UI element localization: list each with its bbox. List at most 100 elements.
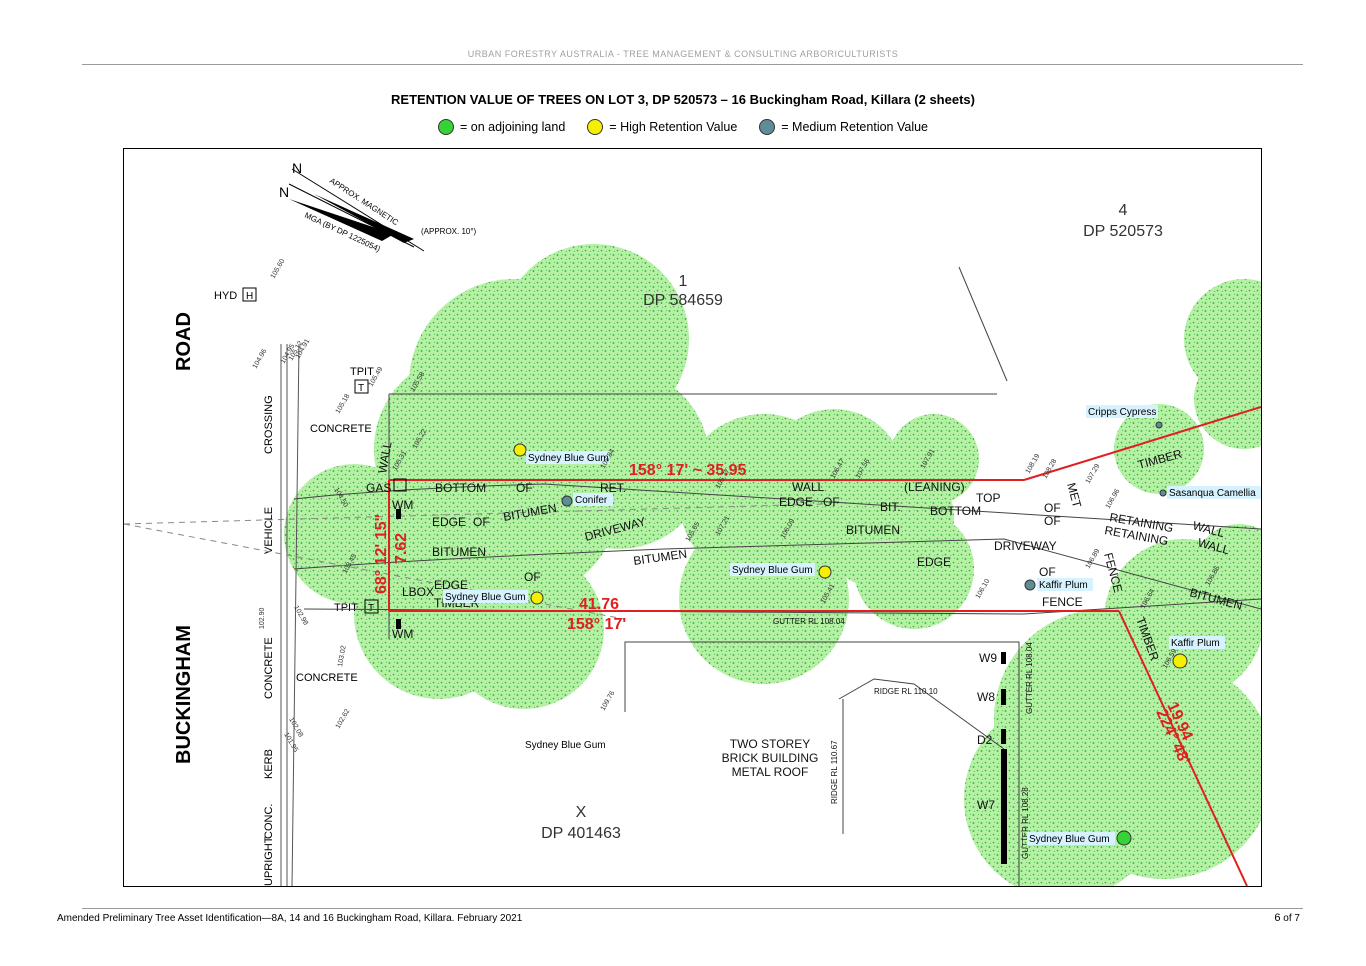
spot-level: 106.89 (1085, 548, 1102, 570)
kerb-label: KERB (263, 749, 275, 779)
dimension-bottom-length: 41.76 (579, 596, 619, 613)
spot-level: 102.62 (335, 708, 352, 730)
tree-label: Sasanqua Camellia (1169, 488, 1256, 499)
tpit-icon (354, 379, 369, 394)
header-rule (82, 64, 1303, 65)
lot-number: 4 (1119, 202, 1128, 219)
tree-label: Kaffir Plum (1171, 638, 1220, 649)
ridge-vertical-label: RIDGE RL 110.67 (830, 740, 839, 804)
tree-sydney-blue-gum: Sydney Blue Gum (513, 443, 610, 464)
kerb-lines (280, 343, 300, 886)
lot-number: X (576, 804, 587, 821)
north-label-1: N (292, 160, 302, 176)
legend: = on adjoining land = High Retention Val… (0, 119, 1366, 135)
concrete-label: CONCRETE (296, 672, 358, 684)
window-label: W8 (977, 690, 995, 704)
of-label: OF (516, 481, 533, 495)
legend-label: = Medium Retention Value (781, 120, 929, 134)
leaning-label: (LEANING) (904, 480, 965, 494)
spot-level: 103.02 (337, 645, 348, 667)
spot-level: 106.10 (975, 578, 992, 600)
concrete-label: CONCRETE (310, 423, 372, 435)
page-total: of 7 (1280, 913, 1300, 924)
spot-level: 108.28 (1042, 458, 1059, 480)
tree-label: Sydney Blue Gum (1029, 834, 1110, 845)
bottom-label: BOTTOM (930, 504, 981, 518)
window-label: W9 (979, 651, 997, 665)
legend-item-medium: = Medium Retention Value (759, 119, 928, 135)
dimension-left-length: 7.62 (393, 533, 410, 564)
edge-label: EDGE (434, 578, 468, 592)
site-plan-map: N N APPROX. MAGNETIC MGA (BY DP 1225054)… (123, 148, 1262, 887)
of-label: OF (473, 515, 490, 529)
door-label: D2 (977, 733, 993, 747)
tree-label: Sydney Blue Gum (525, 740, 606, 751)
building-label: BRICK BUILDING (722, 751, 819, 765)
spot-level: 107.29 (1085, 463, 1102, 485)
legend-item-adjoining: = on adjoining land (437, 119, 566, 135)
green-dot-icon (437, 119, 454, 135)
tree-cripps-cypress: Cripps Cypress (1086, 405, 1163, 429)
wm-label: WM (392, 627, 413, 641)
legend-item-high: = High Retention Value (587, 119, 737, 135)
page-title: RETENTION VALUE OF TREES ON LOT 3, DP 52… (391, 92, 975, 107)
footer-document-title: Amended Preliminary Tree Asset Identific… (57, 913, 523, 924)
dimension-bottom-bearing: 158° 17' (567, 616, 626, 633)
legend-label: = High Retention Value (609, 120, 738, 134)
tpit-label: TPIT (334, 602, 358, 614)
tpit-label: TPIT (350, 366, 374, 378)
tree-conifer: Conifer (561, 493, 613, 507)
page-current: 6 (1274, 912, 1281, 924)
tpit-t: T (368, 603, 374, 614)
ret-label: RET. (600, 481, 626, 495)
tree-canopies (284, 244, 1261, 886)
tree-sydney-blue-gum: Sydney Blue Gum (1027, 830, 1132, 846)
tree-kaffir-plum: Kaffir Plum (1024, 578, 1093, 591)
hydrant-label: HYD (214, 290, 237, 302)
legend-label: = on adjoining land (459, 120, 566, 134)
upright-label: UPRIGHT (263, 836, 275, 886)
conc-label: CONC. (263, 804, 275, 839)
teal-dot-icon (759, 119, 776, 135)
tpit-t: T (358, 383, 364, 394)
tree-label: Cripps Cypress (1088, 407, 1156, 418)
hydrant-icon (242, 287, 257, 302)
tpit-icon (364, 599, 379, 614)
lot-dp: DP 520573 (1083, 223, 1163, 240)
wm-label: WM (392, 498, 413, 512)
tree-markers: Sydney Blue Gum Conifer Sydney Blue Gum … (443, 405, 1261, 846)
spot-level: 105.18 (335, 393, 352, 415)
lot-dp: DP 401463 (541, 825, 621, 842)
spot-level: 105.60 (270, 258, 287, 280)
vehicle-label: VEHICLE (263, 507, 275, 554)
lot-dp: DP 584659 (643, 292, 723, 309)
of-label: OF (524, 570, 541, 584)
approx-10-label: (APPROX. 10°) (421, 227, 477, 236)
edge-label: EDGE (917, 555, 951, 569)
north-label-2: N (279, 184, 289, 200)
dimension-top: 158° 17' ~ 35.95 (629, 462, 747, 479)
driveway-label: DRIVEWAY (994, 539, 1057, 553)
spot-level: 102.98 (292, 605, 309, 627)
tree-label: Sydney Blue Gum (445, 592, 526, 603)
hydrant-h: H (246, 291, 253, 302)
met-label: MET (1064, 481, 1084, 510)
of-label: OF (1044, 514, 1061, 528)
gutter-label: GUTTER RL 108.04 (773, 617, 845, 626)
gutter-vertical-label: GUTTER RL 108.28 (1021, 787, 1030, 859)
tree-sydney-blue-gum: Sydney Blue Gum (730, 563, 832, 579)
concrete-vert-label: CONCRETE (263, 637, 275, 699)
crossing-label: CROSSING (263, 395, 275, 454)
lot-number: 1 (679, 273, 688, 290)
spot-level: 108.19 (1025, 453, 1042, 475)
yellow-dot-icon (587, 119, 604, 135)
gas-label: GAS (366, 481, 391, 495)
lbox-label: LBOX (402, 585, 434, 599)
bitumen-label: BITUMEN (846, 523, 900, 537)
edge-label: EDGE (779, 495, 813, 509)
street-name-label: BUCKINGHAM (173, 625, 195, 764)
bitumen-label: BITUMEN (432, 545, 486, 559)
road-label: ROAD (173, 312, 195, 371)
window-label: W7 (977, 798, 995, 812)
fence-label: FENCE (1042, 595, 1083, 609)
